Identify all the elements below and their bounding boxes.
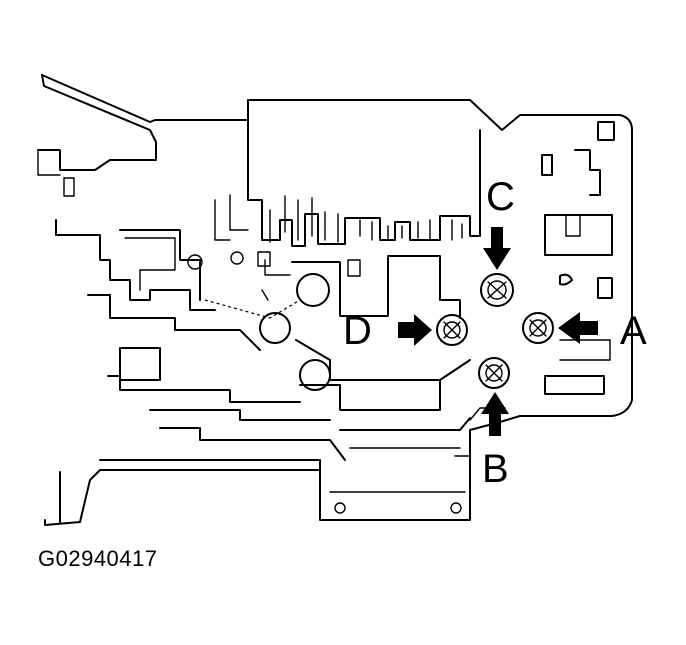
arrow-b (481, 392, 509, 436)
figure-id: G02940417 (38, 546, 158, 571)
arrow-a (558, 312, 598, 344)
callout-a: A (620, 309, 647, 353)
callout-arrows (398, 227, 598, 436)
left-components (55, 177, 346, 461)
plug-b (478, 357, 510, 389)
callout-c: C (486, 175, 515, 219)
bottom-plate (329, 491, 466, 514)
upper-block (214, 99, 481, 247)
center-body (291, 255, 471, 449)
plug-c (480, 273, 514, 307)
callout-d: D (343, 309, 372, 353)
plug-d (436, 314, 468, 346)
valve-plugs (204, 251, 361, 391)
arrow-c (483, 227, 511, 270)
valve-body-outline (37, 74, 633, 526)
right-components (454, 121, 615, 457)
plug-a (522, 312, 554, 344)
callout-b: B (482, 447, 509, 491)
arrow-d (398, 314, 432, 346)
check-ball-markers (436, 273, 554, 389)
